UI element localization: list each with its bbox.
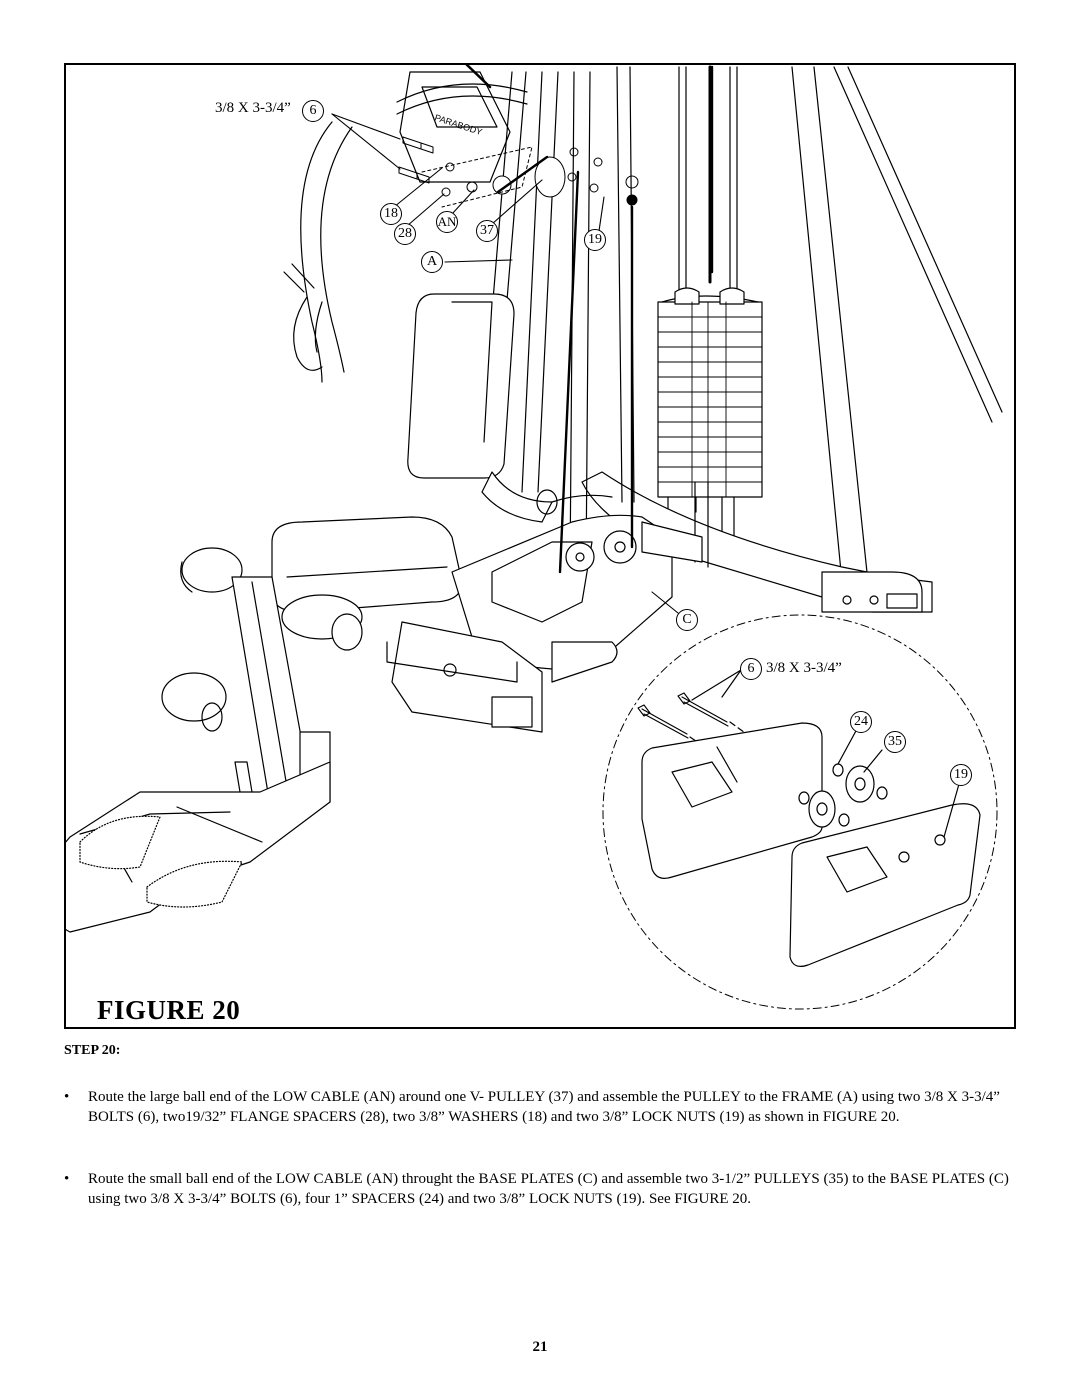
callout-lock-nut-19-top: 19 — [584, 229, 606, 251]
step-label: STEP 20: — [64, 1043, 121, 1058]
page-number: 21 — [532, 1339, 548, 1355]
main-frame: PARABODY — [66, 66, 703, 933]
exploded-assembly-drawing: PARABODY — [66, 65, 1003, 1010]
bullet-marker: • — [64, 1171, 70, 1187]
callout-frame-a: A — [421, 251, 443, 273]
callout-pulley-35: 35 — [884, 731, 906, 753]
callout-v-pulley-37: 37 — [476, 220, 498, 242]
callout-bolt-6-detail: 6 — [740, 658, 762, 680]
callout-base-plates-c: C — [676, 609, 698, 631]
instruction-text: Route the small ball end of the LOW CABL… — [88, 1171, 1009, 1207]
bullet-marker: • — [64, 1089, 70, 1105]
figure-20-illustration: PARABODY — [64, 63, 1016, 1029]
callout-spacer-24: 24 — [850, 711, 872, 733]
callout-washer-18: 18 — [380, 203, 402, 225]
callout-spacer-28: 28 — [394, 223, 416, 245]
top-pulley-parts — [398, 65, 639, 208]
detail-view — [602, 614, 998, 1010]
callout-bolt-6-top: 6 — [302, 100, 324, 122]
callout-bolt-size-top: 3/8 X 3-3/4” — [215, 100, 291, 116]
weight-tower — [581, 65, 1003, 613]
callout-lock-nut-19-detail: 19 — [950, 764, 972, 786]
instruction-text: Route the large ball end of the LOW CABL… — [88, 1089, 1000, 1125]
callout-cable-an: AN — [436, 211, 458, 233]
callout-bolt-size-detail: 3/8 X 3-3/4” — [766, 660, 842, 676]
low-cable — [496, 65, 714, 574]
figure-title: FIGURE 20 — [97, 995, 241, 1025]
top-leader-lines — [331, 113, 679, 614]
